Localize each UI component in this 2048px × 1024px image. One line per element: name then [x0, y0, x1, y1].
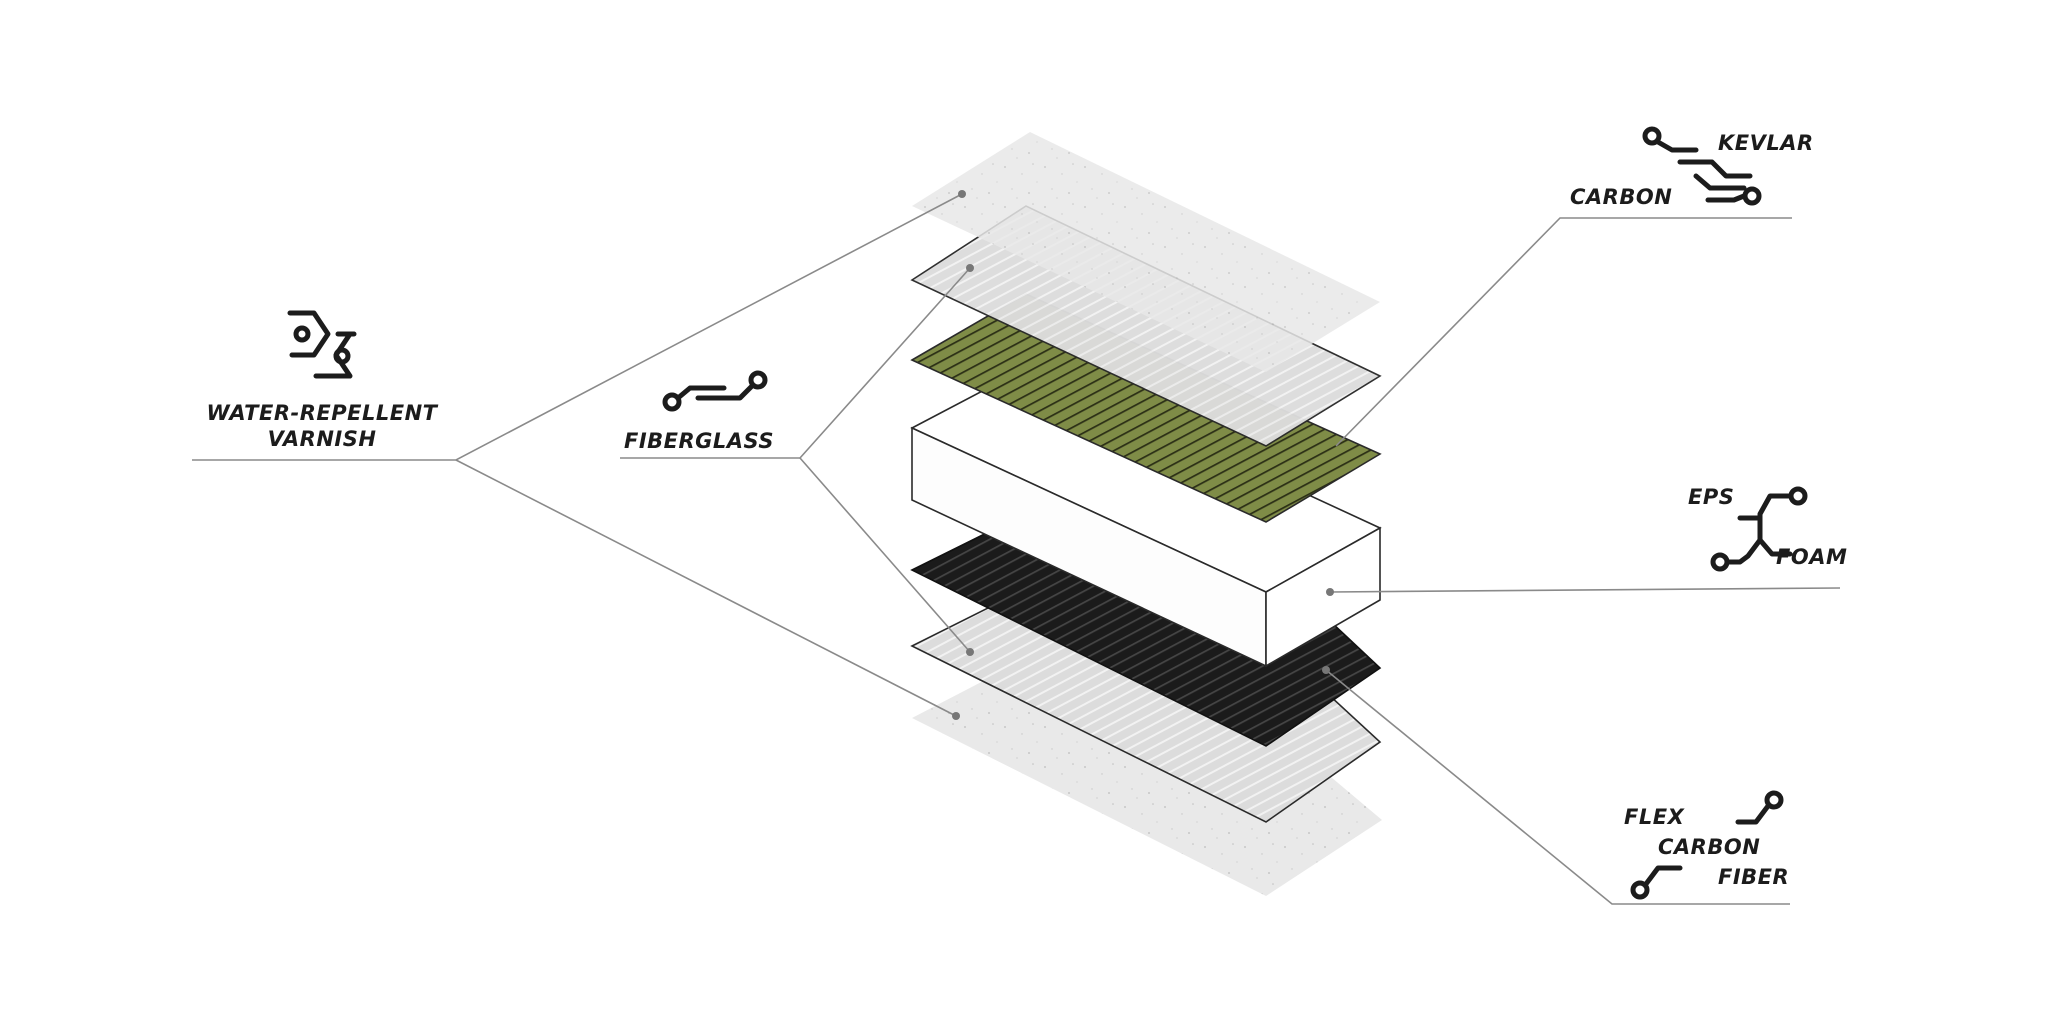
flex-fiber-label: FIBER: [1718, 865, 1789, 889]
leader-eps-foam: [1329, 587, 1841, 593]
water-repellent-label-line2: VARNISH: [268, 427, 377, 451]
varnish-sheet-top: [912, 132, 1380, 372]
anchor-dot-eps-foam: [1326, 588, 1334, 596]
flex-carbon-label: CARBON: [1658, 835, 1760, 859]
leader-carbon-kevlar: [1335, 217, 1792, 447]
leader-varnish-bottom: [455, 459, 957, 717]
water-repellent-label-line1: WATER-REPELLENT: [207, 401, 439, 425]
water-repellent-icon: [287, 310, 357, 379]
eps-foam-icon: [1710, 486, 1808, 572]
flex-label: FLEX: [1624, 805, 1686, 829]
leader-flex-carbon: [1325, 669, 1790, 905]
anchor-dot-fiberglass-bottom: [966, 648, 974, 656]
anchor-dot-flex-carbon: [1322, 666, 1330, 674]
eps-label: EPS: [1688, 485, 1734, 509]
flex-carbon-fiber-icon: [1630, 790, 1784, 900]
anchor-dot-fiberglass-top: [966, 264, 974, 272]
eps-foam-block-side: [1265, 526, 1381, 668]
fiberglass-icon: [662, 370, 768, 412]
anchor-dot-varnish-bottom: [952, 712, 960, 720]
fiberglass-label: FIBERGLASS: [624, 429, 774, 453]
leader-fiberglass-bottom: [799, 457, 971, 653]
carbon-kevlar-icon: [1642, 126, 1762, 206]
anchor-dot-varnish-top: [958, 190, 966, 198]
kevlar-label: KEVLAR: [1718, 131, 1814, 155]
carbon-label: CARBON: [1570, 185, 1672, 209]
foam-label: FOAM: [1776, 545, 1847, 569]
